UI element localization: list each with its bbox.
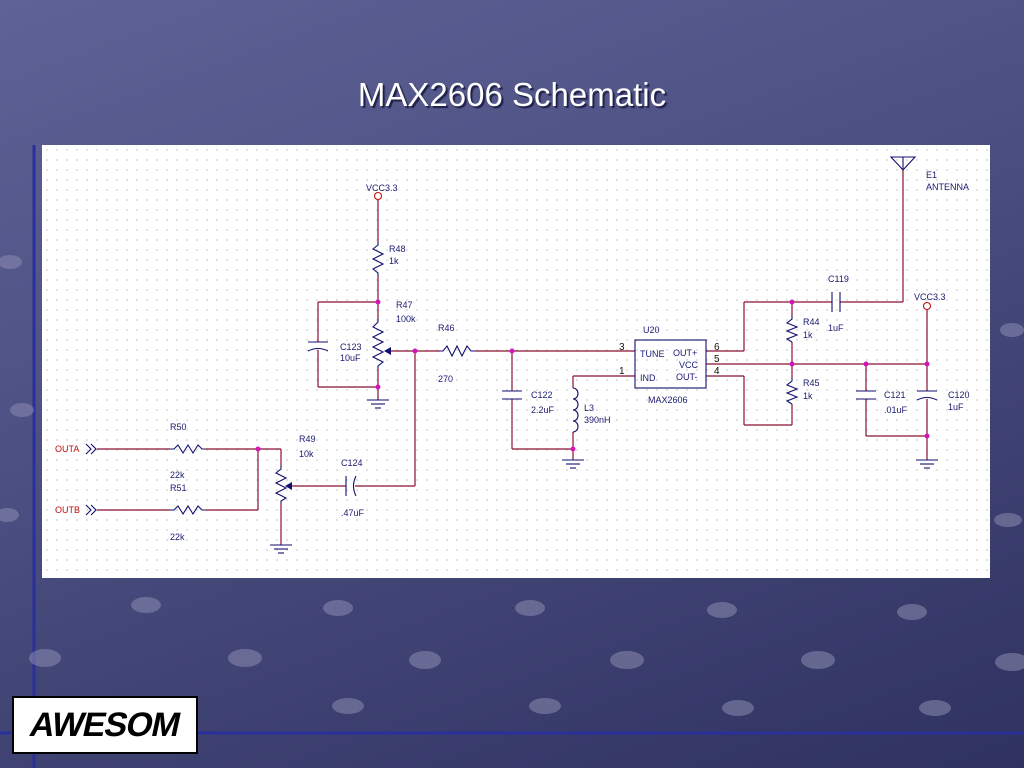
r47-value: 100k — [396, 314, 416, 324]
vcc-left-label: VCC3.3 — [366, 183, 398, 193]
ic-pin-tune: TUNE — [640, 349, 665, 359]
ic-ref: U20 — [643, 325, 660, 335]
r44-value: 1k — [803, 330, 813, 340]
components — [85, 156, 938, 516]
r45-value: 1k — [803, 391, 813, 401]
c120-value: 1uF — [948, 402, 964, 412]
vcc-right-label: VCC3.3 — [914, 292, 946, 302]
c121-ref: C121 — [884, 390, 906, 400]
c122-value: 2.2uF — [531, 405, 555, 415]
ic-part: MAX2606 — [648, 395, 688, 405]
r48-ref: R48 — [389, 244, 406, 254]
c120-ref: C120 — [948, 390, 970, 400]
c123-ref: C123 — [340, 342, 362, 352]
c123-value: 10uF — [340, 353, 361, 363]
c119-value: 1uF — [828, 323, 844, 333]
c124-ref: C124 — [341, 458, 363, 468]
c119-ref: C119 — [828, 274, 849, 284]
l3-ref: L3 — [584, 403, 594, 413]
antenna-name: ANTENNA — [926, 182, 969, 192]
r46-value: 270 — [438, 374, 453, 384]
ic-pin-ind: IND — [640, 373, 656, 383]
wires — [97, 170, 928, 545]
schematic-panel: VCC3.3 VCC3.3 E1 ANTENNA R48 1k R47 100k… — [42, 145, 990, 578]
r47-ref: R47 — [396, 300, 413, 310]
ic-pin-number-1: 1 — [619, 366, 625, 377]
outb-label: OUTB — [55, 505, 80, 515]
r50-value: 22k — [170, 470, 185, 480]
schematic-diagram: VCC3.3 VCC3.3 E1 ANTENNA R48 1k R47 100k… — [55, 156, 970, 554]
r51-ref: R51 — [170, 483, 187, 493]
c124-value: .47uF — [341, 508, 365, 518]
company-logo: AWESOM — [12, 696, 198, 754]
antenna-ref: E1 — [926, 170, 937, 180]
ic-pin-vcc: VCC — [679, 360, 699, 370]
ic-pin-number-5: 5 — [714, 354, 720, 365]
ic-pin-number-3: 3 — [619, 342, 625, 353]
ic-pin-number-4: 4 — [714, 366, 720, 377]
r46-ref: R46 — [438, 323, 455, 333]
r51-value: 22k — [170, 532, 185, 542]
ground-symbols — [270, 399, 938, 554]
r48-value: 1k — [389, 256, 399, 266]
outa-label: OUTA — [55, 444, 79, 454]
junction-dots — [255, 299, 930, 452]
slide-title: MAX2606 Schematic — [357, 76, 667, 113]
r50-ref: R50 — [170, 422, 187, 432]
l3-value: 390nH — [584, 415, 611, 425]
c121-value: .01uF — [884, 405, 908, 415]
r45-ref: R45 — [803, 378, 820, 388]
r49-value: 10k — [299, 449, 314, 459]
logo-text: AWESOM — [26, 706, 184, 744]
c122-ref: C122 — [531, 390, 553, 400]
ic-pin-out-minus: OUT- — [676, 372, 698, 382]
ic-pin-out-plus: OUT+ — [673, 348, 697, 358]
ic-pin-number-6: 6 — [714, 342, 720, 353]
r49-ref: R49 — [299, 434, 316, 444]
r44-ref: R44 — [803, 317, 820, 327]
